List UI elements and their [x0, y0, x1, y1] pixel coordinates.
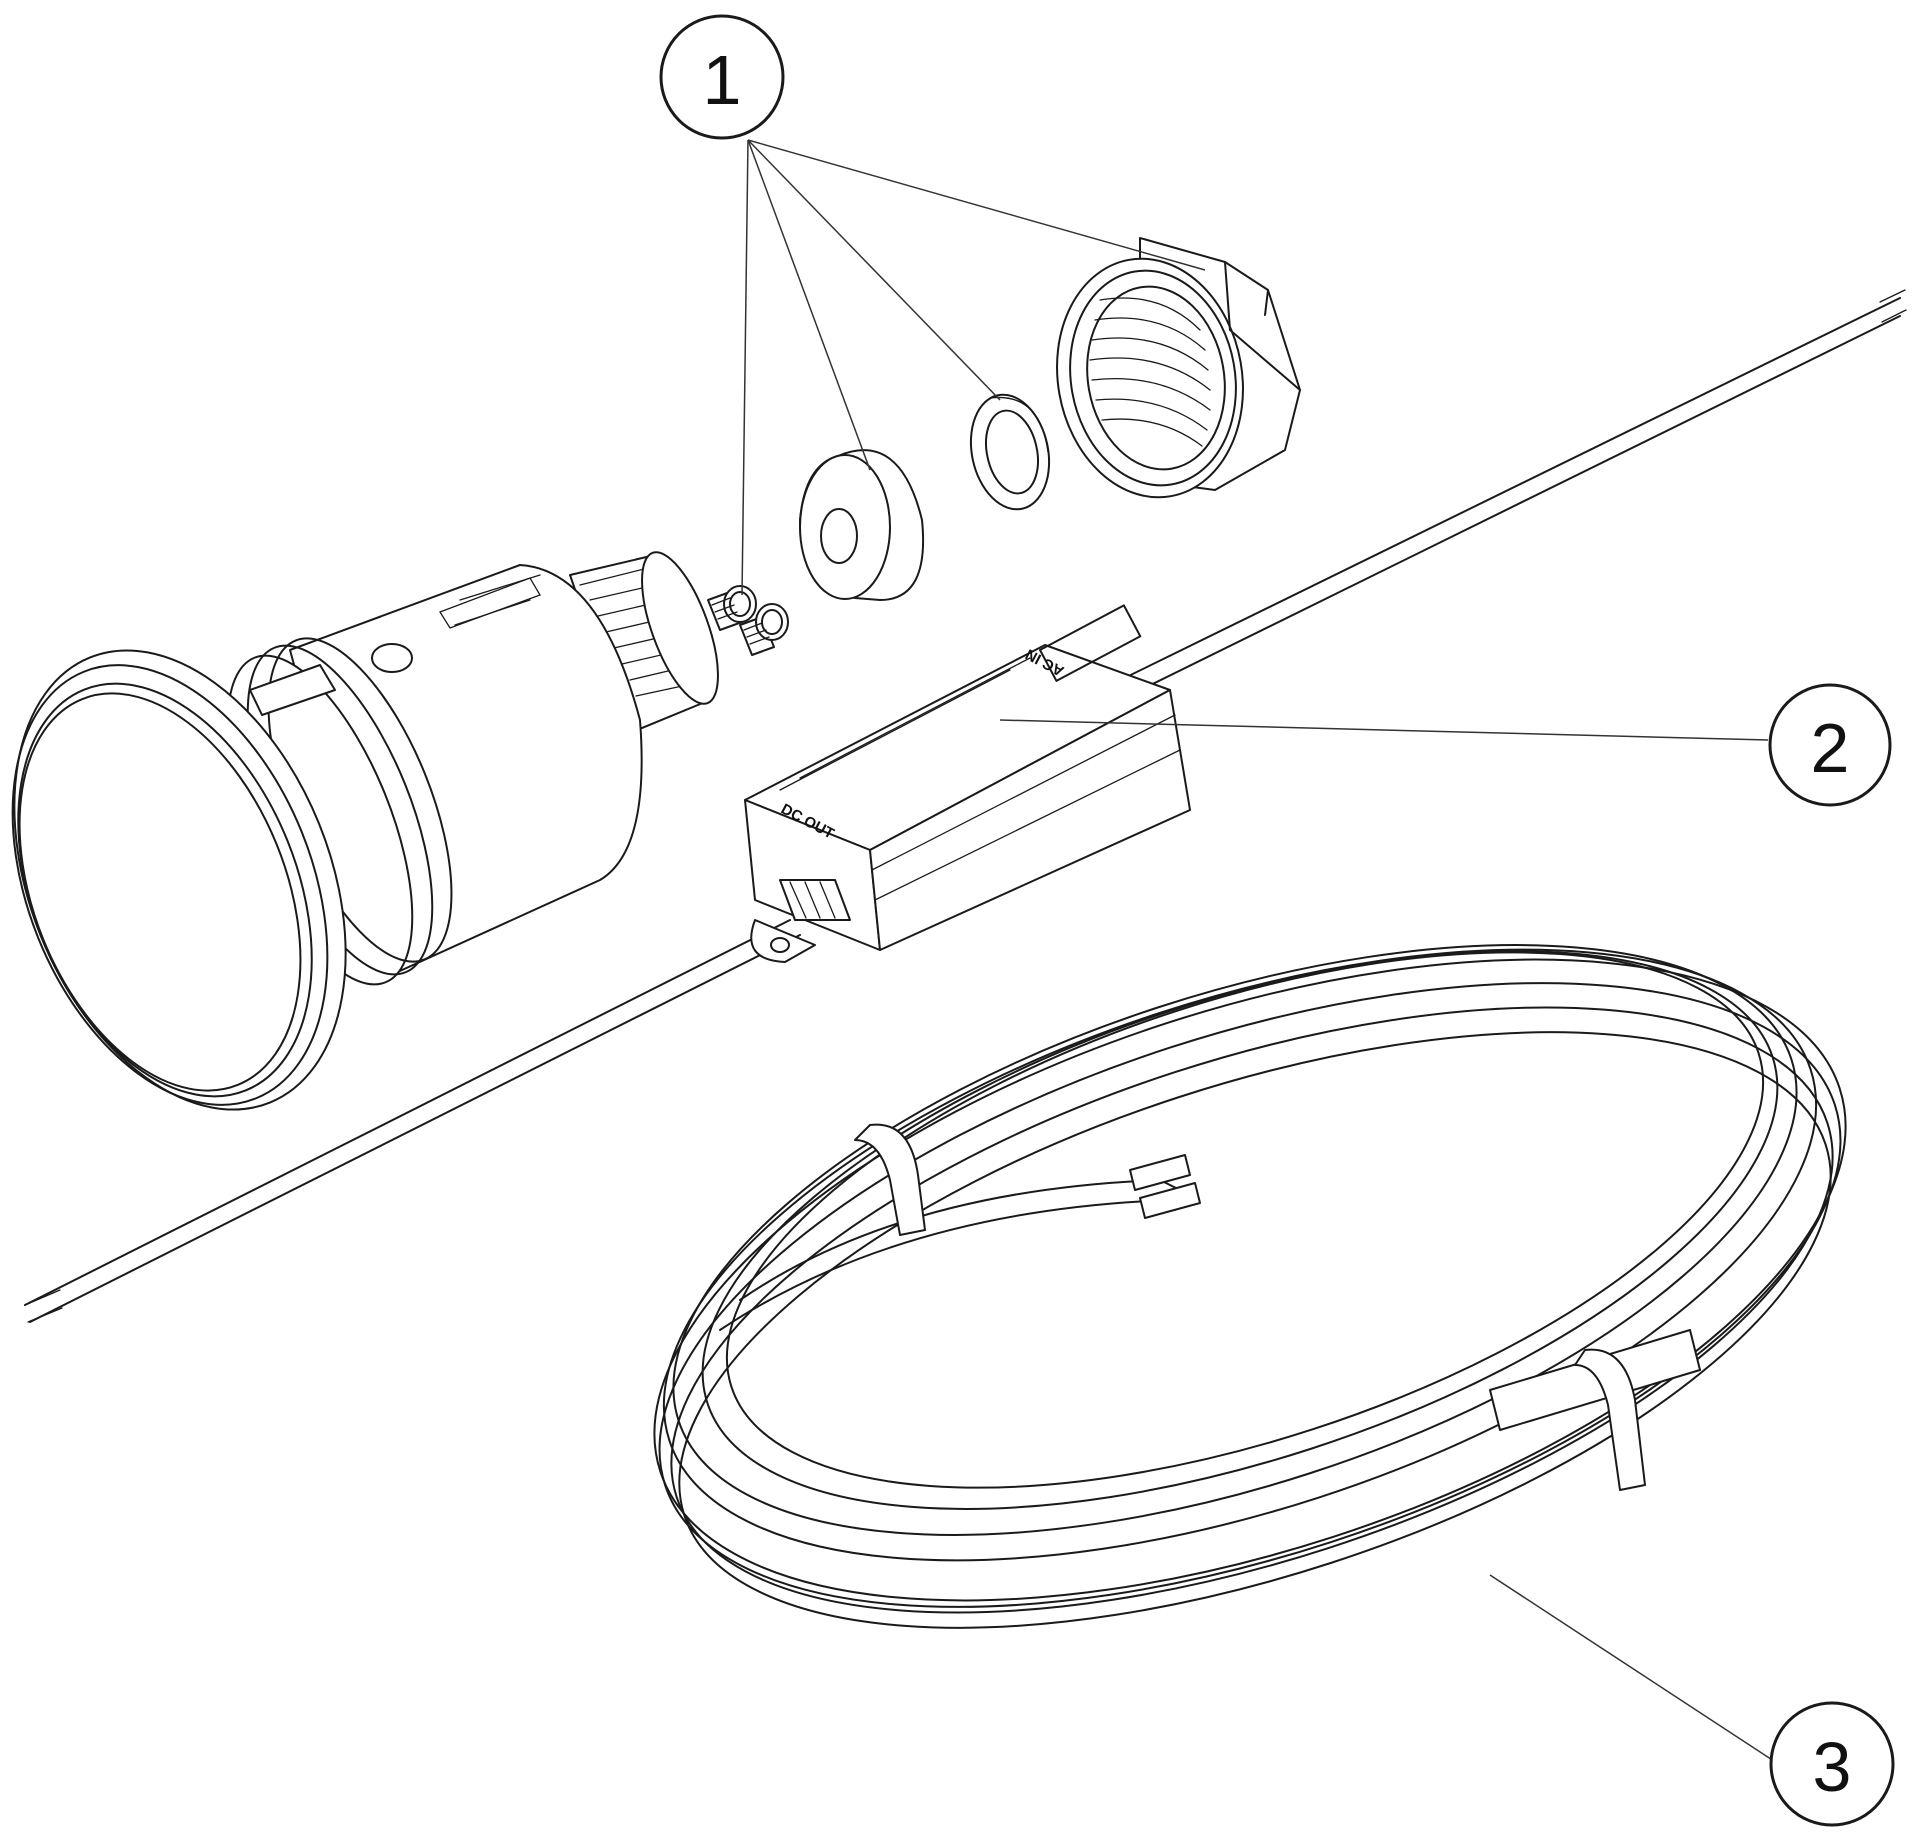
callout-3-label: 3 — [1813, 1728, 1852, 1806]
callout-3: 3 — [1769, 1701, 1895, 1827]
socket-flange-cap — [11, 649, 347, 1111]
socket-assembly — [11, 551, 719, 1111]
callout-2-label: 2 — [1811, 709, 1850, 787]
power-wire-long — [24, 289, 1907, 1323]
lock-nut — [1056, 237, 1301, 499]
leader-lines — [741, 139, 1781, 1766]
screws — [707, 585, 789, 656]
coiled-cable — [653, 944, 1847, 1629]
socket-threaded-neck — [569, 551, 719, 736]
power-module: AC IN DC OUT — [744, 604, 1191, 963]
screw-1 — [707, 585, 757, 631]
callout-1-label: 1 — [703, 41, 742, 119]
callout-1: 1 — [659, 14, 785, 140]
screw-2 — [739, 603, 789, 656]
rubber-grommet — [799, 449, 924, 601]
callout-2: 2 — [1768, 683, 1892, 807]
washer — [969, 393, 1051, 511]
